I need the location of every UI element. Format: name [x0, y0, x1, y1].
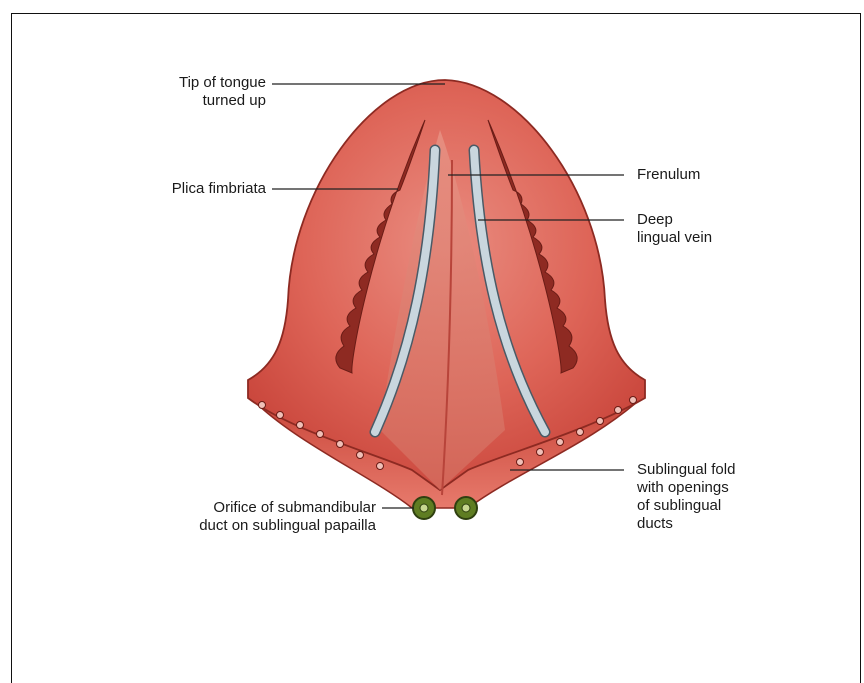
label-orifice-submandibular: Orifice of submandibular duct on subling… — [120, 499, 376, 535]
label-tip-of-tongue: Tip of tongue turned up — [132, 74, 266, 110]
label-frenulum: Frenulum — [637, 166, 700, 184]
label-sublingual-fold: Sublingual fold with openings of subling… — [637, 461, 735, 533]
sublingual-papilla-right — [455, 497, 477, 519]
label-plica-fimbriata: Plica fimbriata — [120, 180, 266, 198]
label-deep-lingual-vein: Deep lingual vein — [637, 211, 712, 247]
sublingual-papilla-left — [413, 497, 435, 519]
